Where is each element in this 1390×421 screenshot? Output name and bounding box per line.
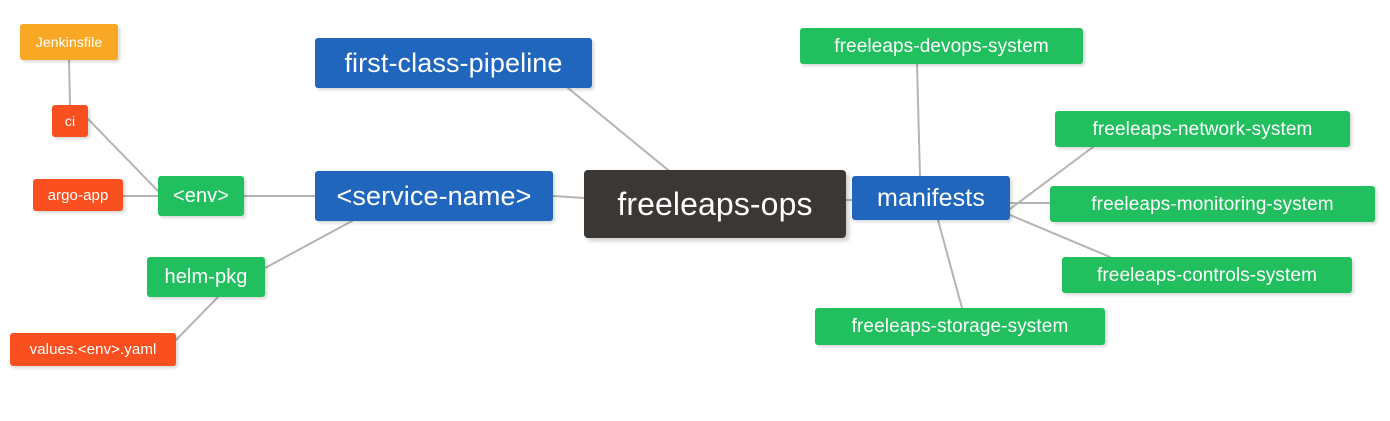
- node-env[interactable]: <env>: [158, 176, 244, 216]
- edge-manifests-storage: [937, 219, 963, 309]
- node-label-manifests: manifests: [877, 183, 985, 212]
- edge-helmpkg-servicename: [264, 220, 353, 269]
- node-ci[interactable]: ci: [52, 105, 88, 137]
- node-freeleaps-controls-system[interactable]: freeleaps-controls-system: [1062, 257, 1352, 293]
- node-label-freeleaps-storage-system: freeleaps-storage-system: [851, 316, 1069, 337]
- node-label-freeleaps-monitoring-system: freeleaps-monitoring-system: [1091, 193, 1334, 215]
- edge-jenkinsfile-ci: [68, 59, 71, 106]
- node-service-name[interactable]: <service-name>: [315, 171, 553, 221]
- node-freeleaps-network-system[interactable]: freeleaps-network-system: [1055, 111, 1350, 147]
- node-label-argo-app: argo-app: [47, 186, 109, 204]
- edge-valuesyaml-helmpkg: [175, 296, 219, 341]
- node-label-freeleaps-controls-system: freeleaps-controls-system: [1096, 264, 1318, 286]
- node-helm-pkg[interactable]: helm-pkg: [147, 257, 265, 297]
- node-freeleaps-devops-system[interactable]: freeleaps-devops-system: [800, 28, 1083, 64]
- edge-manifests-devops: [916, 63, 921, 177]
- node-first-class-pipeline[interactable]: first-class-pipeline: [315, 38, 592, 88]
- node-jenkinsfile[interactable]: Jenkinsfile: [20, 24, 118, 60]
- node-freeleaps-monitoring-system[interactable]: freeleaps-monitoring-system: [1050, 186, 1375, 222]
- edge-firstclasspipeline-ops: [567, 87, 669, 171]
- node-label-service-name: <service-name>: [336, 180, 532, 211]
- node-values-yaml[interactable]: values.<env>.yaml: [10, 333, 176, 366]
- node-label-env: <env>: [172, 185, 230, 207]
- node-label-ci: ci: [64, 113, 76, 129]
- node-argo-app[interactable]: argo-app: [33, 179, 123, 211]
- node-freeleaps-storage-system[interactable]: freeleaps-storage-system: [815, 308, 1105, 345]
- node-label-values-yaml: values.<env>.yaml: [29, 341, 157, 358]
- node-manifests[interactable]: manifests: [852, 176, 1010, 220]
- node-freeleaps-ops[interactable]: freeleaps-ops: [584, 170, 846, 238]
- node-label-freeleaps-network-system: freeleaps-network-system: [1092, 118, 1313, 140]
- edge-servicename-ops: [552, 195, 585, 199]
- node-label-jenkinsfile: Jenkinsfile: [35, 34, 103, 50]
- node-label-freeleaps-devops-system: freeleaps-devops-system: [834, 35, 1049, 57]
- node-label-first-class-pipeline: first-class-pipeline: [344, 47, 563, 78]
- node-label-helm-pkg: helm-pkg: [164, 266, 248, 288]
- node-label-freeleaps-ops: freeleaps-ops: [617, 186, 813, 222]
